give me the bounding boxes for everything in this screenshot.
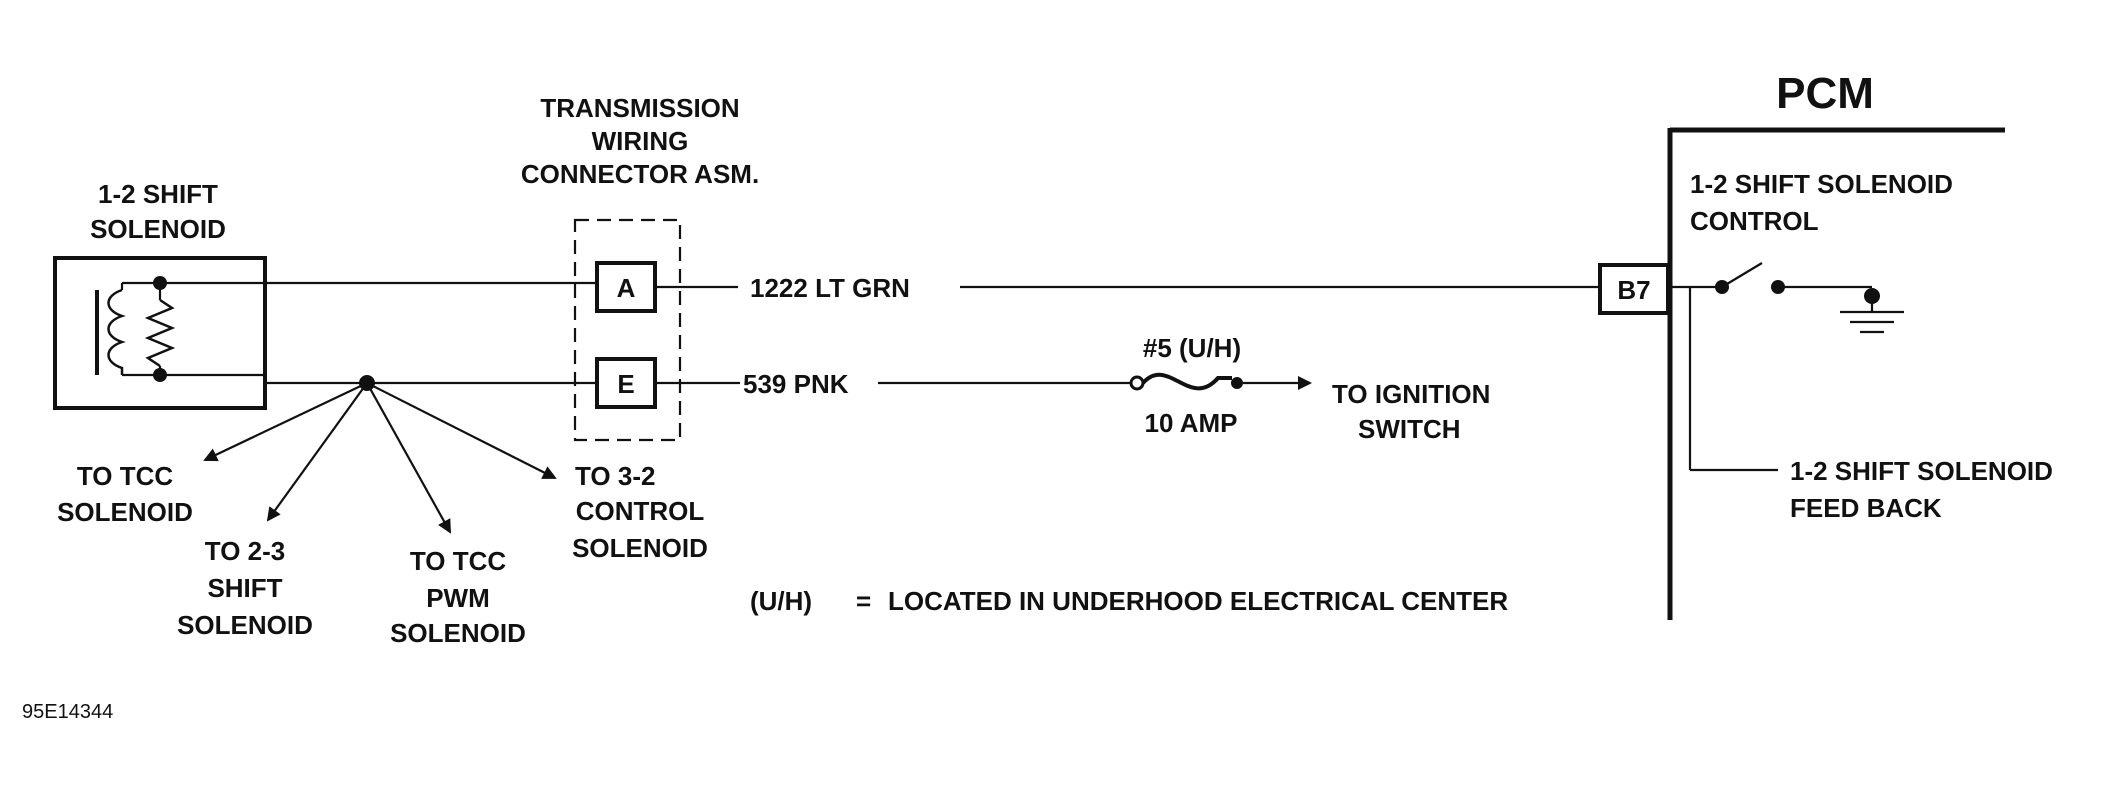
fuse-element [1141,372,1232,391]
wires: 1222 LT GRN 539 PNK [265,273,1600,399]
branch-pwm-line3: SOLENOID [390,618,526,648]
pcm-feedback-line2: FEED BACK [1790,493,1942,523]
legend: (U/H) = LOCATED IN UNDERHOOD ELECTRICAL … [750,586,1508,616]
shift-solenoid: 1-2 SHIFT SOLENOID [53,179,267,410]
connector-title-line2: WIRING [592,126,689,156]
branch-tcc-line2: SOLENOID [57,497,193,527]
solenoid-title-line2: SOLENOID [90,214,226,244]
fuse: #5 (U/H) 10 AMP TO IGNITION SWITCH [1129,333,1490,444]
connector-title-line3: CONNECTOR ASM. [521,159,759,189]
feed-wire-label: 539 PNK [743,369,849,399]
pcm-switch-blade [1721,262,1763,288]
solenoid-coil [107,288,126,375]
pcm-pin-b7-box [1598,263,1670,315]
branch-arrow-tcc [203,382,368,462]
branch-3-2-line2: CONTROL [576,496,705,526]
pcm-title: PCM [1776,69,1874,118]
connector-pin-a-box [595,261,657,313]
connector-title-line1: TRANSMISSION [540,93,739,123]
branch-tcc-line1: TO TCC [77,461,174,491]
branch-pwm-line1: TO TCC [410,546,507,576]
branch-arrow-pwm [366,382,451,534]
solenoid-resistor [144,298,176,368]
control-wire-label: 1222 LT GRN [750,273,910,303]
ignition-line1: TO IGNITION [1332,379,1490,409]
branch-2-3-line2: SHIFT [207,573,282,603]
ignition-line2: SWITCH [1358,414,1461,444]
figure-id: 95E14344 [22,701,113,723]
pcm-pin-b7: B7 [1617,275,1650,305]
pcm-control-line2: CONTROL [1690,206,1819,236]
legend-abbr: (U/H) [750,586,812,616]
branch-3-2-line3: SOLENOID [572,533,708,563]
solenoid-junction-bottom [153,368,167,382]
legend-equals: = [856,586,871,616]
solenoid-title-line1: 1-2 SHIFT [98,179,218,209]
legend-text: LOCATED IN UNDERHOOD ELECTRICAL CENTER [888,586,1508,616]
connector-pin-e: E [617,369,634,399]
fuse-rating: 10 AMP [1145,408,1238,438]
branch-pwm-line2: PWM [426,583,490,613]
pcm-control-line1: 1-2 SHIFT SOLENOID [1690,169,1953,199]
pcm: PCM 1-2 SHIFT SOLENOID CONTROL B7 1-2 SH… [1598,69,2053,620]
branch-arrow-2-3 [266,382,368,522]
splice-branches: TO TCC SOLENOID TO 2-3 SHIFT SOLENOID TO… [57,375,708,648]
branch-2-3-line3: SOLENOID [177,610,313,640]
ground-icon [1840,310,1904,334]
pcm-feedback-line1: 1-2 SHIFT SOLENOID [1790,456,2053,486]
branch-arrow-3-2 [366,382,557,479]
connector-outline [573,218,682,442]
solenoid-junction-top [153,276,167,290]
connector-pin-a: A [617,273,636,303]
branch-2-3-line1: TO 2-3 [205,536,285,566]
branch-3-2-line1: TO 3-2 [575,461,655,491]
transmission-connector: TRANSMISSION WIRING CONNECTOR ASM. A E [521,93,759,442]
fuse-label: #5 (U/H) [1143,333,1241,363]
